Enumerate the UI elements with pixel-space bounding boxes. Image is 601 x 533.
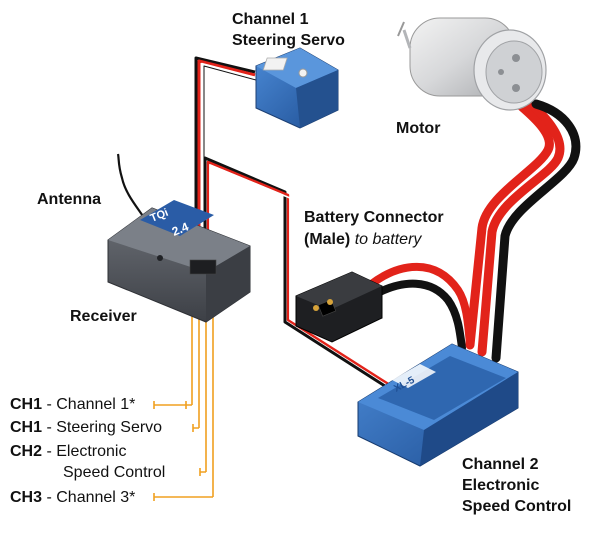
esc-label-line1: Channel 2 [462, 456, 539, 473]
channel-sep: - [42, 419, 57, 436]
battery-male-label: (Male) [304, 231, 351, 248]
channel-legend-ch3: CH3 - Channel 3* [10, 488, 135, 508]
antenna-label: Antenna [37, 191, 101, 208]
esc-signal-wire [203, 156, 393, 390]
channel-text: Steering Servo [56, 419, 163, 436]
receiver: TQi 2.4 [107, 200, 251, 323]
electronic-speed-control: XL-5 [357, 343, 519, 467]
battery-to-label: to battery [354, 231, 422, 248]
channel-sep: - [42, 443, 57, 460]
esc-label-line2: Electronic [462, 477, 540, 494]
motor-label: Motor [396, 120, 441, 137]
battery-leads [366, 263, 474, 352]
servo-label-line1: Channel 1 [232, 11, 309, 28]
channel-code: CH3 [10, 489, 43, 506]
channel-sep: - [42, 396, 57, 413]
battery-label-line1: Battery Connector [304, 209, 444, 226]
channel-legend-ch2: CH2 - Electronic [10, 442, 126, 462]
battery-label-line2: (Male) to battery [304, 230, 421, 250]
channel-code: CH1 [10, 396, 43, 413]
motor-leads [465, 95, 581, 363]
servo-wire [194, 56, 257, 262]
servo-label-line2: Steering Servo [232, 32, 345, 49]
channel-sep: - [42, 489, 57, 506]
channel-text: Channel 3* [56, 489, 136, 506]
esc-label-line3: Speed Control [462, 498, 572, 515]
channel-legend-ch2-line2: Speed Control [63, 464, 166, 481]
channel-text: Electronic [56, 443, 127, 460]
battery-connector [295, 271, 383, 343]
receiver-band-text: 2.4 [170, 219, 191, 238]
antenna-wire [116, 153, 149, 225]
channel-legend-ch1-aux: CH1 - Channel 1* [10, 395, 135, 415]
channel-legend-ch1-steering: CH1 - Steering Servo [10, 418, 162, 438]
steering-servo [255, 47, 339, 129]
channel-text: Channel 1* [56, 396, 136, 413]
channel-code: CH1 [10, 419, 43, 436]
channel-code: CH2 [10, 443, 43, 460]
motor [397, 17, 547, 111]
receiver-label: Receiver [70, 308, 137, 325]
